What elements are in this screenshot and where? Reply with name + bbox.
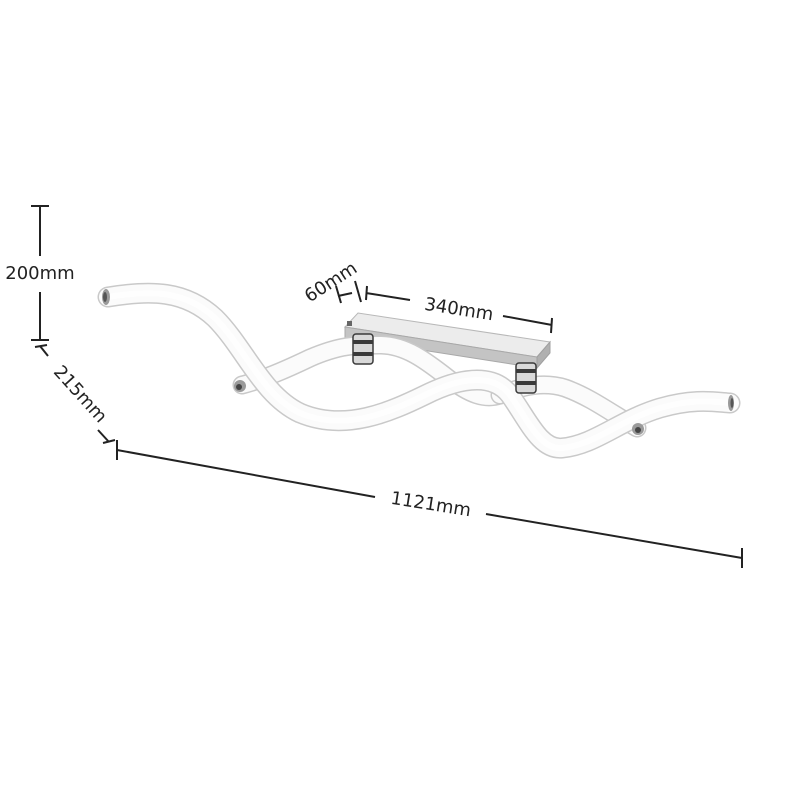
tube-end-caps bbox=[102, 289, 734, 435]
base-plate-end bbox=[536, 340, 551, 370]
chrome-mount-icon bbox=[352, 333, 374, 365]
end-cap-icon bbox=[234, 380, 246, 392]
dimension-height: 200mm bbox=[5, 205, 75, 341]
chrome-mount-icon bbox=[515, 362, 537, 394]
wave-tube-front bbox=[97, 282, 741, 459]
lamp-illustration bbox=[97, 282, 741, 459]
end-cap-icon bbox=[728, 395, 734, 411]
length-label: 1121mm bbox=[389, 488, 472, 521]
dimension-length: 1121mm bbox=[116, 440, 743, 568]
base-screw-icon bbox=[347, 321, 352, 326]
base-length-label: 340mm bbox=[423, 294, 495, 326]
dimension-base-width: 60mm bbox=[301, 258, 362, 307]
end-cap-icon bbox=[632, 423, 644, 435]
depth-label: 215mm bbox=[49, 361, 111, 427]
height-label: 200mm bbox=[5, 263, 74, 284]
base-width-label: 60mm bbox=[301, 258, 361, 307]
dimension-depth: 215mm bbox=[34, 344, 116, 444]
end-cap-icon bbox=[102, 289, 110, 305]
